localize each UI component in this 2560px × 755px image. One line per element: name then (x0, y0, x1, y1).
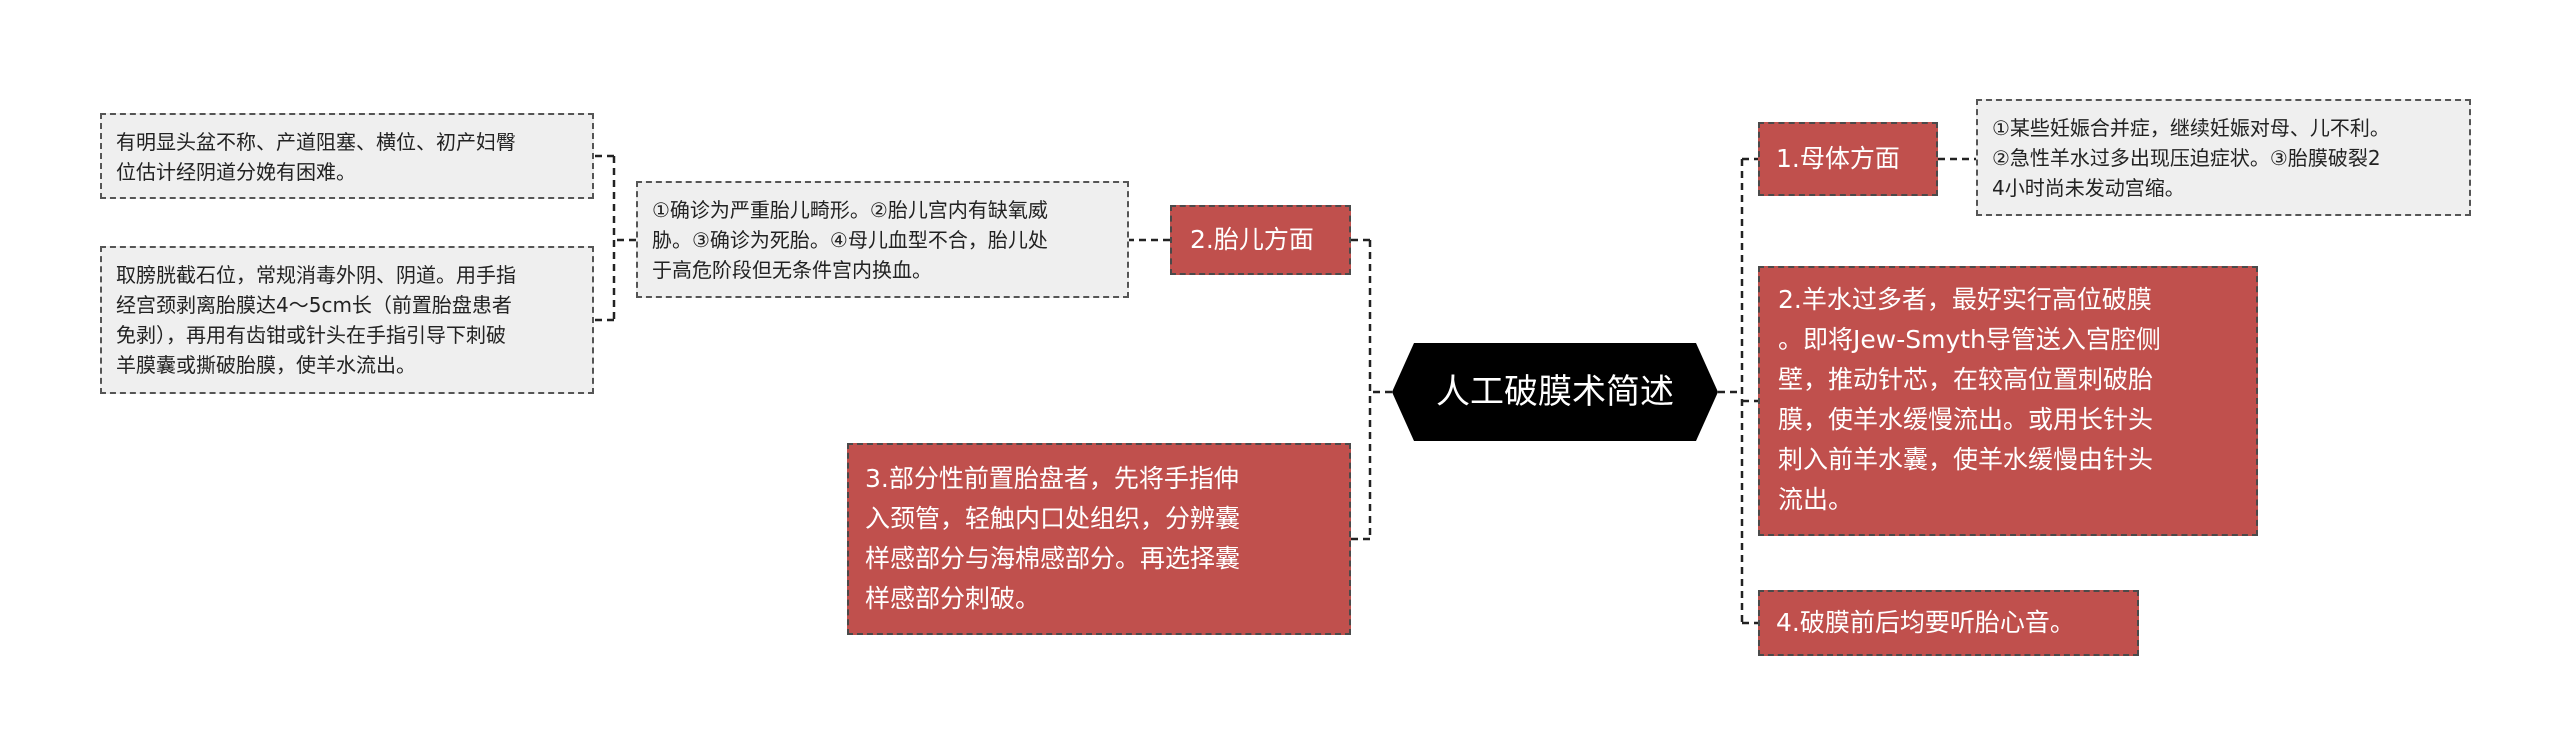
branch-fetus-label: 2.胎儿方面 (1190, 225, 1314, 254)
branch-amniotic[interactable]: 2.羊水过多者，最好实行高位破膜 。即将Jew-Smyth导管送入宫腔侧 壁，推… (1758, 266, 2258, 536)
leaf-procedure-steps[interactable]: 取膀胱截石位，常规消毒外阴、阴道。用手指 经宫颈剥离胎膜达4～5cm长（前置胎盘… (100, 246, 594, 394)
leaf-maternal-indications[interactable]: ①某些妊娠合并症，继续妊娠对母、儿不利。 ②急性羊水过多出现压迫症状。③胎膜破裂… (1976, 99, 2471, 216)
branch-listen[interactable]: 4.破膜前后均要听胎心音。 (1758, 590, 2139, 656)
leaf-procedure-steps-label: 取膀胱截石位，常规消毒外阴、阴道。用手指 经宫颈剥离胎膜达4～5cm长（前置胎盘… (116, 263, 516, 377)
root-topic[interactable]: 人工破膜术简述 (1392, 343, 1718, 441)
branch-amniotic-label: 2.羊水过多者，最好实行高位破膜 。即将Jew-Smyth导管送入宫腔侧 壁，推… (1778, 285, 2161, 514)
branch-fetus[interactable]: 2.胎儿方面 (1170, 205, 1351, 275)
branch-mother[interactable]: 1.母体方面 (1758, 122, 1938, 196)
leaf-contraindication[interactable]: 有明显头盆不称、产道阻塞、横位、初产妇臀 位估计经阴道分娩有困难。 (100, 113, 594, 199)
leaf-fetal-indications-label: ①确诊为严重胎儿畸形。②胎儿宫内有缺氧威 胁。③确诊为死胎。④母儿血型不合，胎儿… (652, 198, 1048, 282)
branch-mother-label: 1.母体方面 (1776, 144, 1900, 173)
branch-placenta[interactable]: 3.部分性前置胎盘者，先将手指伸 入颈管，轻触内口处组织，分辨囊 样感部分与海棉… (847, 443, 1351, 635)
branch-placenta-label: 3.部分性前置胎盘者，先将手指伸 入颈管，轻触内口处组织，分辨囊 样感部分与海棉… (865, 464, 1241, 613)
leaf-fetal-indications[interactable]: ①确诊为严重胎儿畸形。②胎儿宫内有缺氧威 胁。③确诊为死胎。④母儿血型不合，胎儿… (636, 181, 1129, 298)
leaf-contraindication-label: 有明显头盆不称、产道阻塞、横位、初产妇臀 位估计经阴道分娩有困难。 (116, 130, 516, 184)
branch-listen-label: 4.破膜前后均要听胎心音。 (1776, 608, 2075, 637)
root-topic-label: 人工破膜术简述 (1436, 372, 1674, 412)
leaf-maternal-indications-label: ①某些妊娠合并症，继续妊娠对母、儿不利。 ②急性羊水过多出现压迫症状。③胎膜破裂… (1992, 116, 2390, 200)
